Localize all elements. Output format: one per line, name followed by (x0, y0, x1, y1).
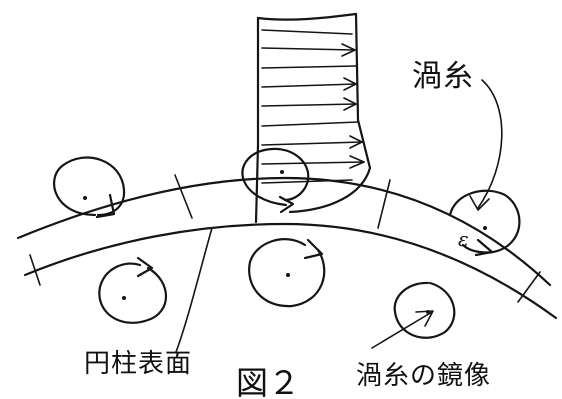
vortex-left (52, 156, 126, 219)
mirror-vortex-right (371, 281, 456, 349)
radial-ticks (29, 174, 541, 303)
figure-number: 図２ (236, 364, 300, 399)
channel-top (256, 12, 358, 21)
velocity-arrowhead (343, 77, 357, 91)
vortex-loop (52, 156, 126, 217)
velocity-line (261, 121, 359, 127)
radial-tick (174, 174, 193, 219)
vortex-center-dot (280, 170, 284, 174)
vortex-center-dot (286, 273, 290, 277)
flow-channel (254, 12, 372, 224)
leader-curve (477, 79, 503, 209)
vortex-center-dot (483, 226, 487, 230)
velocity-line (261, 141, 363, 146)
velocity-line (261, 103, 357, 107)
velocity-line (261, 161, 365, 165)
epsilon-label: ε (458, 227, 469, 251)
mirror-vortex-label: 渦糸の鏡像 (356, 361, 491, 391)
vortex-right: ε (448, 189, 521, 257)
radial-tick (29, 254, 41, 286)
velocity-arrowhead (349, 135, 363, 149)
vortex-label: 渦糸 (412, 59, 474, 94)
cylinder-surface-label: 円柱表面 (84, 349, 192, 379)
vortex-loop (448, 189, 521, 254)
channel-right-wall (288, 12, 372, 214)
radial-tick (517, 271, 541, 303)
mirror-vortex-center (248, 238, 326, 308)
leader-arrowhead (469, 195, 490, 211)
channel-left-wall (254, 16, 260, 224)
velocity-arrowhead (349, 155, 365, 169)
vortex-arrowhead (136, 256, 154, 278)
vortex-arrowhead (303, 238, 324, 260)
outer-arc (16, 176, 552, 287)
mirror-vortex-left (98, 256, 168, 324)
velocity-line (261, 65, 357, 69)
vortex-label-leader (469, 79, 503, 211)
radial-tick (377, 179, 391, 229)
velocity-line (261, 83, 357, 88)
surface-label-leader (175, 227, 213, 353)
vortex-loop (241, 147, 310, 207)
velocity-line (261, 47, 355, 51)
vortex-at-wall (241, 147, 310, 214)
vortex-loop (98, 262, 168, 324)
vortex-arrowhead (95, 193, 116, 219)
vortex-center-dot (83, 196, 87, 200)
mirror-pointer-arrow (371, 311, 433, 349)
vortex-loop (393, 281, 456, 339)
vortex-arrowhead (278, 195, 295, 214)
velocity-arrowhead (343, 97, 357, 111)
vortex-arrowhead (474, 238, 494, 257)
mirror-pointer-arrowhead (415, 310, 434, 327)
velocity-arrowhead (341, 43, 356, 57)
inner-arc (23, 222, 558, 320)
vortex-center-dot (122, 296, 126, 300)
vortex-loop (248, 238, 326, 308)
cylinder-surface-band (16, 176, 558, 320)
velocity-line (261, 29, 353, 35)
